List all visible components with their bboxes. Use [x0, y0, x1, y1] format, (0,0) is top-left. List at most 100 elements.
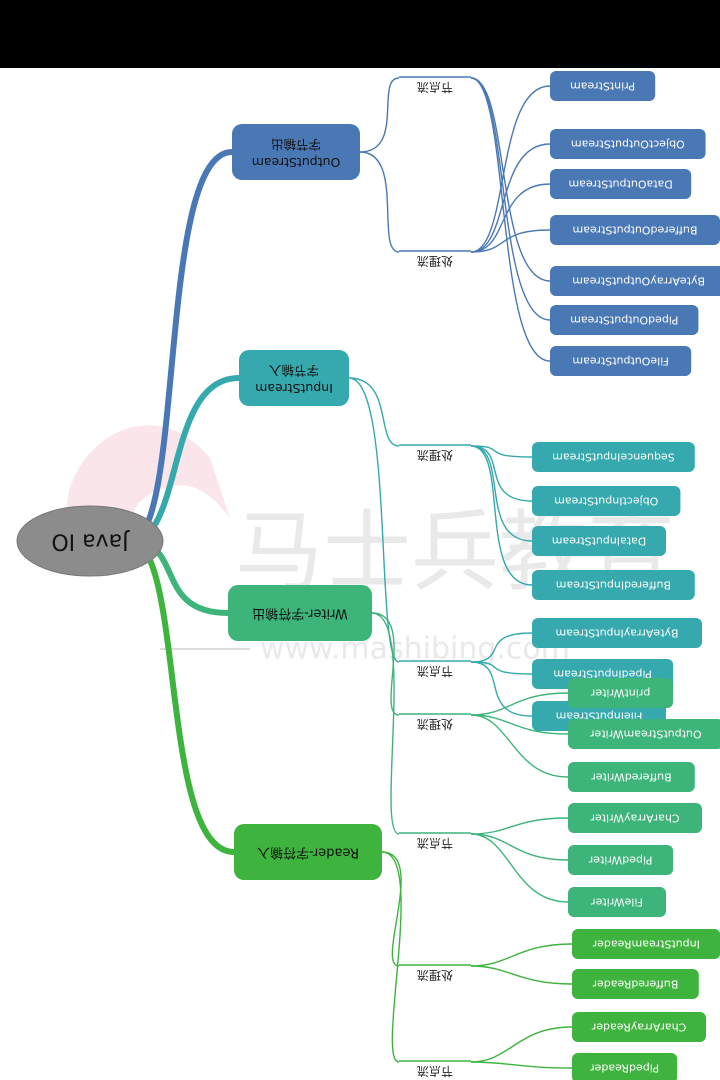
- leaf-node[interactable]: DataOutputStream: [550, 169, 692, 199]
- leaf-label: FileOutputStream: [572, 355, 668, 368]
- leaf-node[interactable]: PipedOutputStream: [550, 305, 699, 335]
- leaf-box: [572, 1012, 706, 1042]
- mindmap-svg: 马士兵教育www.mashibing.com处理流PrintStreamObje…: [16, 71, 720, 1080]
- leaf-connector: [470, 77, 551, 282]
- leaf-label: BufferedWriter: [591, 771, 672, 784]
- leaf-node[interactable]: PipedWriter: [568, 845, 674, 875]
- category-box: [228, 585, 372, 641]
- leaf-connector: [470, 445, 533, 458]
- branch-connector: [127, 538, 237, 855]
- leaf-label: CharArrayWriter: [590, 812, 680, 825]
- subgroup-0-0: 处理流 PrintStreamObjectOutputStreamDataOutp…: [359, 71, 720, 268]
- category-label: InputStream字节输入: [255, 363, 333, 396]
- leaf-label: BufferedInputStream: [556, 579, 671, 592]
- leaf-node[interactable]: SequenceInputStream: [532, 442, 695, 472]
- category-node[interactable]: OutputStream字节输出: [232, 124, 360, 180]
- leaf-connector: [470, 817, 569, 835]
- leaf-node[interactable]: printWriter: [568, 678, 674, 708]
- leaf-node[interactable]: OutputStreamWriter: [568, 719, 720, 749]
- category-label: OutputStream字节输出: [252, 137, 341, 170]
- category-box: [239, 350, 349, 406]
- subgroup-2-0: 处理流printWriterOutputStreamWriterBuffered…: [371, 612, 720, 792]
- group-2: 处理流printWriterOutputStreamWriterBuffered…: [127, 538, 720, 917]
- leaf-connector: [470, 445, 533, 542]
- top-black-bar: [0, 0, 720, 68]
- leaf-connector: [470, 77, 551, 321]
- subgroup-label: 处理流: [417, 968, 453, 982]
- leaf-label: PipedReader: [590, 1062, 660, 1075]
- leaf-node[interactable]: ByteArrayOutputStream: [550, 266, 720, 296]
- leaf-label: ObjectInputStream: [554, 495, 658, 508]
- leaf-label: PrintStream: [570, 80, 635, 93]
- leaf-node[interactable]: FileOutputStream: [550, 346, 692, 376]
- category-node[interactable]: Reader-字符输入: [234, 824, 382, 880]
- leaf-label: DataInputStream: [552, 535, 647, 548]
- subgroup-label: 处理流: [417, 254, 453, 268]
- leaf-box: [568, 845, 674, 875]
- leaf-label: printWriter: [590, 687, 650, 700]
- leaf-node[interactable]: InputStreamReader: [572, 929, 720, 959]
- leaf-box: [532, 486, 681, 516]
- leaf-connector: [470, 714, 569, 735]
- leaf-connector: [470, 833, 569, 903]
- leaf-label: OutputStreamWriter: [590, 728, 702, 741]
- leaf-node[interactable]: FileWriter: [568, 887, 666, 917]
- leaf-box: [550, 346, 692, 376]
- leaf-node[interactable]: BufferedOutputStream: [550, 215, 720, 245]
- leaf-connector: [470, 661, 533, 675]
- leaf-label: CharArrayReader: [591, 1021, 686, 1034]
- leaf-node[interactable]: CharArrayReader: [572, 1012, 706, 1042]
- leaf-label: SequenceInputStream: [552, 451, 675, 464]
- subgroup-label: 处理流: [417, 448, 453, 462]
- leaf-node[interactable]: BufferedInputStream: [532, 570, 695, 600]
- subgroup-connector: [371, 612, 400, 835]
- leaf-box: [550, 305, 699, 335]
- leaf-label: PipedWriter: [588, 854, 652, 867]
- leaf-box: [532, 570, 695, 600]
- subgroup-connector: [348, 377, 400, 447]
- root-ellipse: [16, 505, 164, 577]
- leaf-box: [550, 266, 720, 296]
- leaf-box: [532, 526, 666, 556]
- leaf-connector: [470, 445, 533, 586]
- leaf-box: [572, 969, 699, 999]
- leaf-node[interactable]: BufferedWriter: [568, 762, 695, 792]
- subgroup-connector: [359, 151, 400, 253]
- leaf-label: BufferedOutputStream: [573, 224, 698, 237]
- subgroup-connector: [381, 851, 402, 967]
- leaf-connector: [470, 692, 569, 716]
- leaf-connector: [470, 1061, 573, 1069]
- subgroup-label: 节点流: [417, 664, 453, 678]
- leaf-node[interactable]: PrintStream: [550, 71, 656, 101]
- leaf-box: [572, 1053, 678, 1080]
- leaf-label: PipedInputStream: [553, 668, 651, 681]
- category-label: Writer-字符输出: [252, 606, 348, 622]
- leaf-label: DataOutputStream: [568, 178, 672, 191]
- leaf-connector: [470, 943, 573, 967]
- leaf-label: PipedOutputStream: [570, 314, 678, 327]
- root-node[interactable]: Java IO: [16, 505, 164, 577]
- leaf-connector: [470, 229, 551, 253]
- leaf-node[interactable]: BufferedReader: [572, 969, 699, 999]
- leaf-label: ByteArrayOutputStream: [572, 275, 705, 288]
- leaf-box: [532, 618, 702, 648]
- category-node[interactable]: InputStream字节输入: [239, 350, 349, 406]
- leaf-node[interactable]: PipedReader: [572, 1053, 678, 1080]
- category-box: [234, 824, 382, 880]
- leaf-box: [568, 762, 695, 792]
- subgroup-connector: [381, 851, 402, 1063]
- leaf-node[interactable]: CharArrayWriter: [568, 803, 702, 833]
- leaf-node[interactable]: ObjectInputStream: [532, 486, 681, 516]
- leaf-box: [572, 929, 720, 959]
- leaf-node[interactable]: ObjectOutputStream: [550, 129, 706, 159]
- leaf-connector: [470, 714, 569, 778]
- leaf-node[interactable]: DataInputStream: [532, 526, 666, 556]
- leaf-node[interactable]: ByteArrayInputStream: [532, 618, 702, 648]
- category-node[interactable]: Writer-字符输出: [228, 585, 372, 641]
